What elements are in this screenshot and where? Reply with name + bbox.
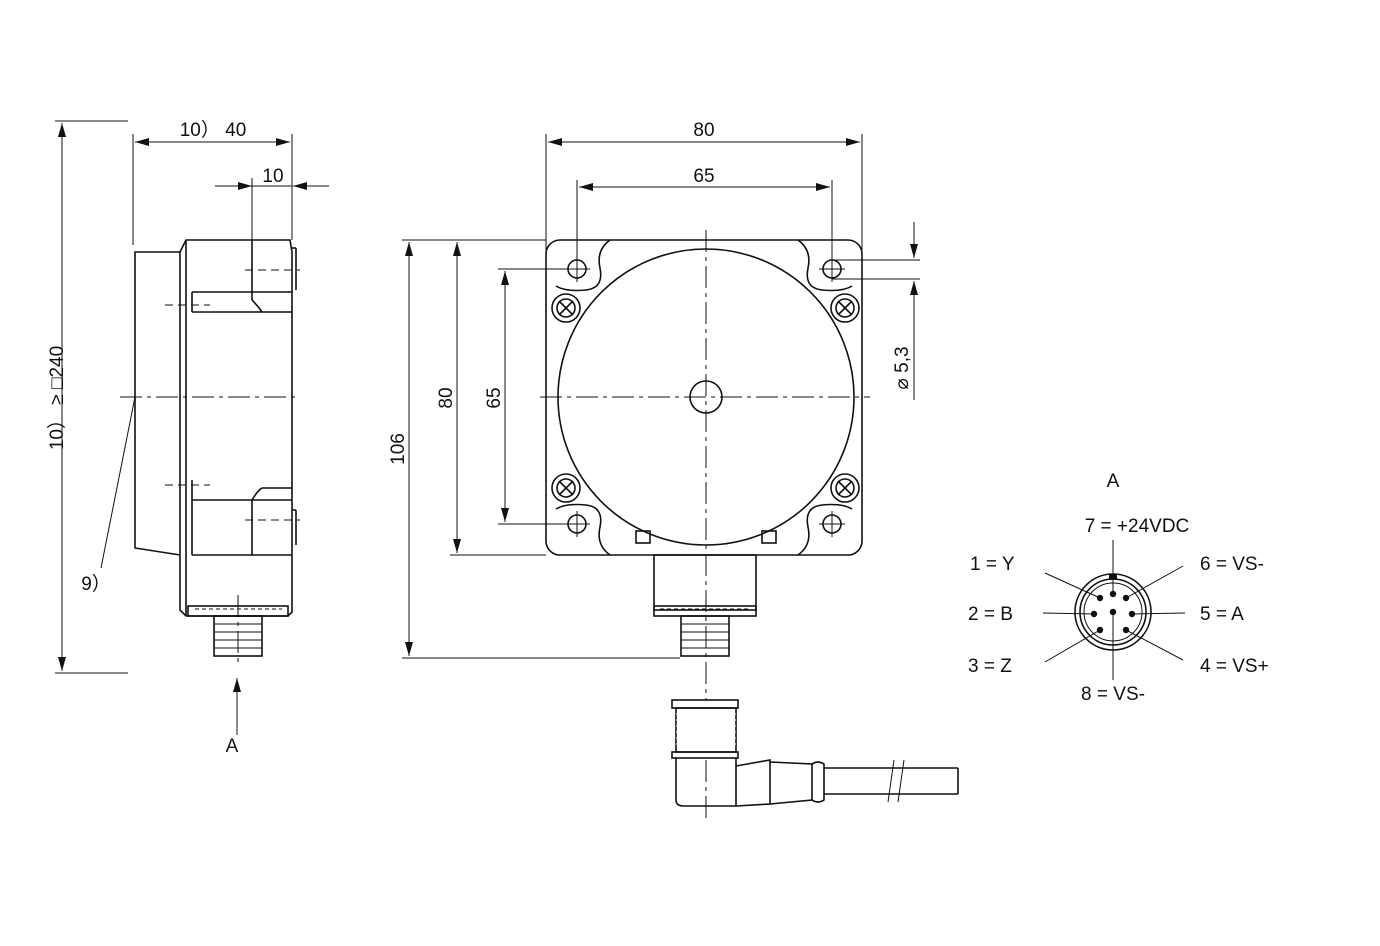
pin-6-label: 6 = VS-	[1200, 554, 1264, 575]
front-view: 80 65 106 80 65 ⌀ 5,3	[388, 120, 959, 818]
front-dim-height-holes: 65	[484, 387, 505, 408]
front-dim-hole-dia: ⌀ 5,3	[892, 346, 913, 389]
cable-connector	[671, 699, 959, 818]
front-dim-width-outer: 80	[693, 120, 714, 141]
side-view: 10） ≥ □240 10） 40 10	[46, 119, 329, 757]
side-view-marker: A	[226, 736, 239, 757]
pinout-title: A	[1107, 471, 1120, 492]
pinout-diagram: A 7 = +24VDC 1 = Y 6 = VS- 2 = B 5 = A 3…	[968, 471, 1269, 705]
front-dim-height-total: 106	[388, 433, 409, 465]
mounting-holes	[564, 256, 845, 537]
pin-4-label: 4 = VS+	[1200, 656, 1269, 677]
screws	[551, 293, 860, 503]
pin-2-label: 2 = B	[968, 604, 1013, 625]
pin-5-label: 5 = A	[1200, 604, 1244, 625]
pin-8-label: 8 = VS-	[1081, 684, 1145, 705]
pin-3-label: 3 = Z	[968, 656, 1012, 677]
front-dim-width-holes: 65	[693, 166, 714, 187]
front-dim-height-outer: 80	[436, 387, 457, 408]
side-dim-height: 10） ≥ □240	[46, 346, 68, 450]
pin-1-label: 1 = Y	[970, 554, 1015, 575]
side-dim-small: 10	[262, 166, 283, 187]
side-note: 9）	[81, 573, 111, 595]
pin-7-label: 7 = +24VDC	[1085, 516, 1190, 537]
side-dim-width: 10） 40	[180, 119, 247, 141]
